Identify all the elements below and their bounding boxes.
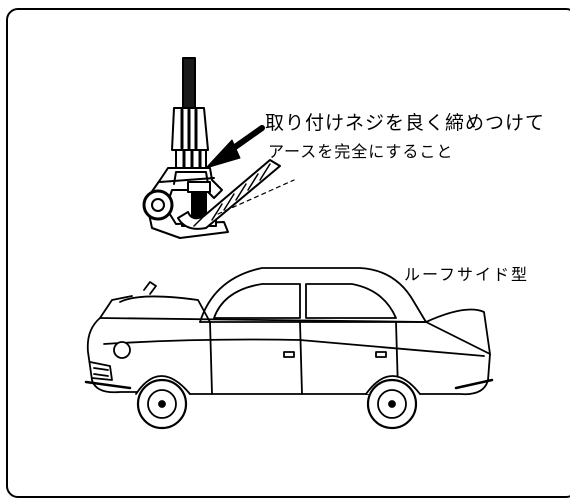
instruction-line-2: アースを完全にすること	[268, 142, 454, 161]
pointer-arrow	[205, 125, 265, 169]
headlight	[113, 341, 131, 359]
roof-line	[217, 179, 295, 215]
roof-rail	[177, 159, 281, 230]
rear-wheel	[366, 378, 418, 430]
front-wheel	[136, 378, 188, 430]
installation-illustration	[84, 57, 494, 430]
mount-roller	[142, 189, 174, 221]
front-window	[213, 283, 301, 319]
rear-window	[305, 283, 397, 319]
antenna-connector	[171, 107, 209, 171]
antenna-cable	[182, 57, 196, 111]
side-mirror	[143, 281, 157, 295]
instruction-line-1: 取り付けネジを良く締めつけて	[265, 112, 546, 134]
mount-type-caption: ルーフサイド型	[404, 265, 530, 284]
sedan-car	[84, 267, 494, 430]
mount-closeup	[142, 57, 295, 239]
